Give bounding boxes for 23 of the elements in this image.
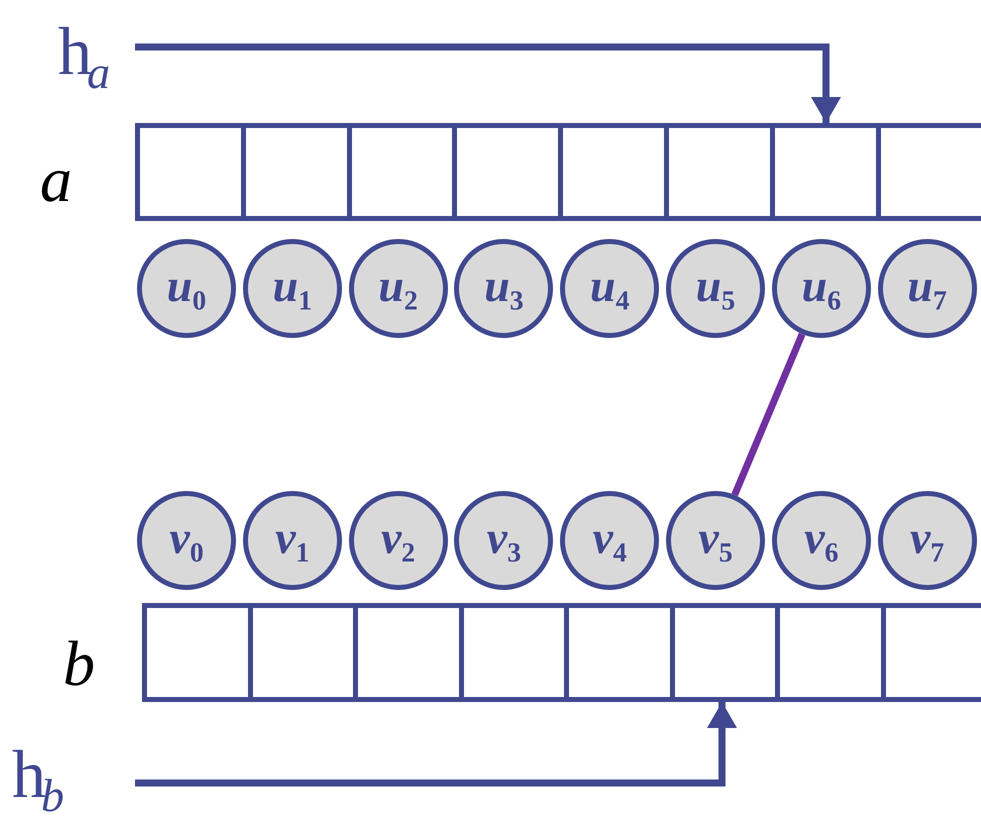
vertex-circle: v$_{4}$	[560, 491, 660, 590]
vertex-circle: u$_{0}$	[137, 239, 236, 338]
vertex-circle: u$_{4}$	[560, 239, 660, 338]
pointer-label: h$_{a}$	[58, 10, 135, 105]
array-label: b	[63, 632, 95, 696]
connector-line	[731, 332, 806, 496]
vertex-circle: u$_{1}$	[242, 239, 342, 338]
vertex-circle: u$_{7}$	[878, 239, 977, 338]
vertex-circle: v$_{0}$	[137, 491, 236, 590]
arrow	[135, 44, 841, 123]
vertex-circle: u$_{6}$	[772, 239, 871, 338]
pointer-label: h$_{b}$	[12, 735, 135, 822]
vertex-circle: u$_{5}$	[666, 239, 765, 338]
vertex-circle: u$_{2}$	[348, 239, 448, 338]
vertex-circle: v$_{2}$	[348, 491, 448, 590]
arrow	[135, 702, 737, 786]
vertex-circle: v$_{3}$	[454, 491, 554, 590]
array-label: a	[40, 148, 72, 212]
vertex-circle: v$_{6}$	[772, 491, 871, 590]
vertex-circle: v$_{5}$	[666, 491, 765, 590]
vertex-circle: v$_{1}$	[242, 491, 342, 590]
vertex-circle: v$_{7}$	[878, 491, 977, 590]
vertex-circle: u$_{3}$	[454, 239, 554, 338]
